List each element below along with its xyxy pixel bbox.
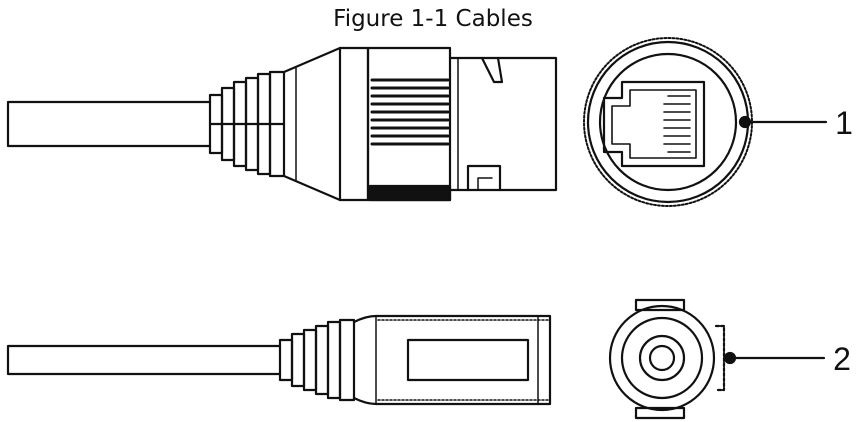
callout-number-2: 2 bbox=[833, 341, 851, 377]
boot-ring bbox=[302, 328, 318, 392]
latch-top bbox=[480, 56, 504, 84]
boot-ring bbox=[326, 320, 342, 400]
rj45-socket-front-view bbox=[583, 37, 828, 207]
latch-bottom bbox=[466, 164, 502, 192]
top-tab bbox=[634, 298, 686, 312]
grip-body bbox=[366, 46, 452, 202]
boot-ring bbox=[290, 332, 306, 388]
figure-caption: Figure 1-1 Cables bbox=[333, 6, 533, 32]
socket-housing bbox=[448, 56, 558, 192]
dc-center-pin bbox=[648, 344, 676, 372]
rj45-port-outline bbox=[602, 80, 706, 168]
latch-bottom-inner bbox=[477, 177, 493, 191]
inner-ring bbox=[598, 52, 738, 192]
dc-socket-front-view bbox=[608, 298, 826, 420]
rj45-contact-pins bbox=[663, 95, 691, 153]
dc-middle-ring bbox=[620, 316, 704, 400]
grip-ridges bbox=[370, 78, 450, 146]
dc-label-window bbox=[406, 338, 530, 382]
bottom-tab bbox=[634, 406, 686, 420]
rj45-cable-side-view bbox=[6, 46, 558, 202]
connector-taper bbox=[282, 46, 342, 202]
knurled-ring bbox=[583, 37, 753, 207]
boot-ring bbox=[314, 324, 330, 396]
boot-ring bbox=[338, 318, 356, 402]
grip-dark-band bbox=[368, 184, 452, 202]
boot-ring bbox=[278, 338, 294, 382]
power-cable-jacket bbox=[6, 344, 282, 376]
dc-connector-body bbox=[352, 314, 552, 406]
side-clip bbox=[714, 324, 726, 392]
callout-number-1: 1 bbox=[835, 105, 853, 141]
grip-texture bbox=[377, 319, 549, 401]
rj45-port-inner bbox=[611, 89, 697, 159]
grip-collar bbox=[338, 46, 370, 202]
dc-outer-ring bbox=[608, 304, 716, 412]
dc-inner-ring bbox=[638, 334, 686, 382]
dc-cable-side-view bbox=[6, 314, 552, 406]
network-cable-jacket bbox=[6, 100, 212, 148]
